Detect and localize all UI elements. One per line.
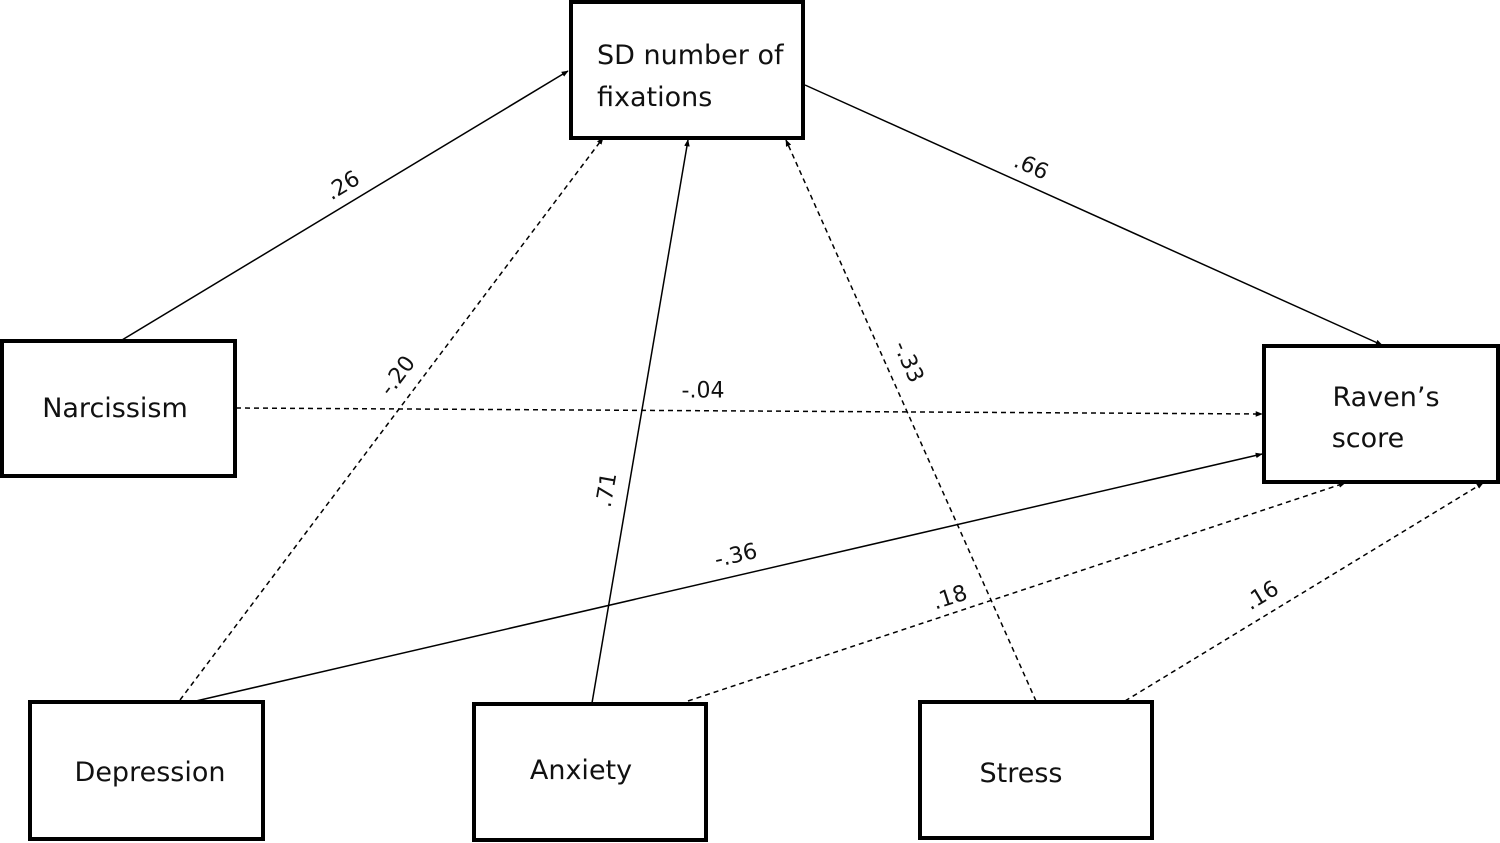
- edge-stress-to-ravens: [1124, 482, 1484, 702]
- node-box: [472, 702, 708, 842]
- node-label-line: Depression: [75, 757, 226, 788]
- node-box: [0, 339, 237, 478]
- node-label-line: Narcissism: [42, 393, 188, 424]
- coef-narcissism-to-sd: .26: [322, 166, 365, 205]
- edge-stress-to-sd: [785, 139, 1037, 702]
- coef-depression-to-ravens: -.36: [712, 539, 759, 573]
- node-ravens-score: Raven’s score: [1262, 344, 1500, 484]
- edge-narcissism-to-sd: [121, 70, 569, 341]
- node-sd-fixations: SD number of fixations: [569, 0, 805, 140]
- node-label-line: fixations: [597, 82, 712, 113]
- coef-stress-to-sd: -.33: [888, 337, 928, 386]
- node-narcissism: Narcissism: [0, 339, 237, 478]
- coef-depression-to-sd: -.20: [375, 351, 421, 400]
- coef-anxiety-to-ravens: .18: [929, 581, 970, 616]
- node-label-line: Anxiety: [530, 755, 632, 786]
- node-label-line: SD number of: [597, 40, 785, 71]
- node-label-line: Stress: [980, 758, 1063, 789]
- node-anxiety: Anxiety: [472, 702, 708, 842]
- node-box: [28, 700, 265, 841]
- edge-sd-to-ravens: [804, 84, 1383, 346]
- node-stress: Stress: [918, 700, 1154, 840]
- node-box: [569, 0, 805, 140]
- coef-narcissism-to-ravens: -.04: [682, 379, 725, 404]
- node-label-line: Raven’s: [1332, 382, 1439, 413]
- coef-anxiety-to-sd: .71: [592, 471, 623, 510]
- node-box: [918, 700, 1154, 840]
- edge-anxiety-to-ravens: [687, 482, 1346, 702]
- edge-depression-to-sd: [179, 137, 604, 701]
- edge-narcissism-to-ravens: [235, 407, 1263, 417]
- node-label-line: score: [1332, 423, 1405, 454]
- node-box: [1262, 344, 1500, 484]
- node-depression: Depression: [28, 700, 265, 841]
- edge-depression-to-ravens: [195, 452, 1263, 702]
- edges: [121, 70, 1484, 704]
- edge-anxiety-to-sd: [591, 139, 690, 704]
- coef-stress-to-ravens: .16: [1241, 576, 1284, 615]
- edge-labels: .26 -.20 .71 -.33 .66 -.04 -.36 .18 .16: [322, 148, 1284, 615]
